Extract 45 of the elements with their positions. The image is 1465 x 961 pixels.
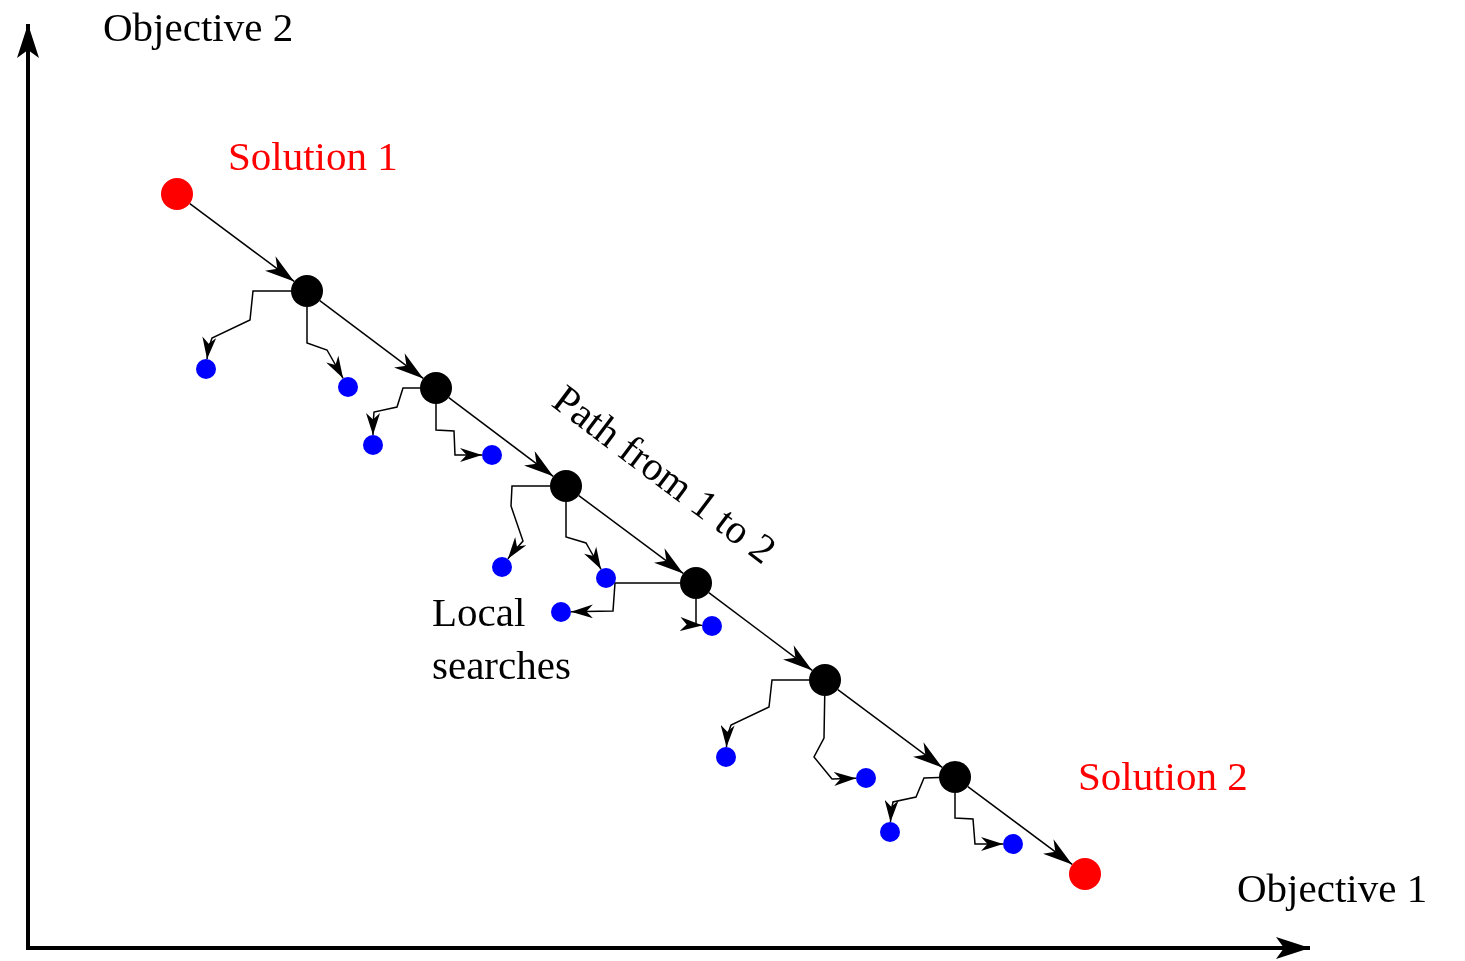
arrow: [202, 290, 292, 360]
dot: [809, 664, 841, 696]
axis-label: Local searches: [432, 588, 572, 691]
arrow: [679, 598, 703, 631]
small-dot: [492, 557, 512, 577]
dot: [680, 567, 712, 599]
small-dot: [1003, 834, 1023, 854]
small-dot: [338, 377, 358, 397]
arrow: [884, 776, 940, 823]
arrow: [448, 396, 554, 478]
arrow: [720, 679, 810, 748]
solution-label: Solution 1: [228, 132, 398, 181]
arrow: [954, 792, 1004, 851]
arrow: [565, 501, 602, 571]
arrow: [366, 387, 421, 436]
small-dot: [702, 616, 722, 636]
axis-label: Objective 2: [103, 3, 294, 52]
dot: [161, 178, 193, 210]
arrow: [306, 306, 344, 380]
axis-label: Objective 1: [1237, 864, 1428, 913]
dot: [1069, 858, 1101, 890]
arrow: [967, 785, 1073, 866]
dot: [939, 761, 971, 793]
arrow: [578, 494, 684, 575]
arrow: [435, 403, 483, 462]
dot: [420, 372, 452, 404]
small-dot: [363, 435, 383, 455]
dot: [291, 275, 323, 307]
arrow: [837, 688, 943, 769]
dot: [550, 470, 582, 502]
solution-label: Solution 2: [1078, 752, 1248, 801]
small-dot: [596, 568, 616, 588]
small-dot: [880, 822, 900, 842]
arrow: [813, 695, 857, 786]
arrow: [570, 582, 681, 619]
small-dot: [856, 768, 876, 788]
arrow: [189, 202, 295, 283]
small-dot: [196, 359, 216, 379]
path-label: Path from 1 to 2: [543, 374, 786, 575]
small-dot: [482, 445, 502, 465]
arrow: [708, 591, 813, 672]
small-dot: [716, 747, 736, 767]
arrow: [507, 485, 551, 560]
small-dot: [551, 602, 571, 622]
arrow: [319, 299, 424, 380]
